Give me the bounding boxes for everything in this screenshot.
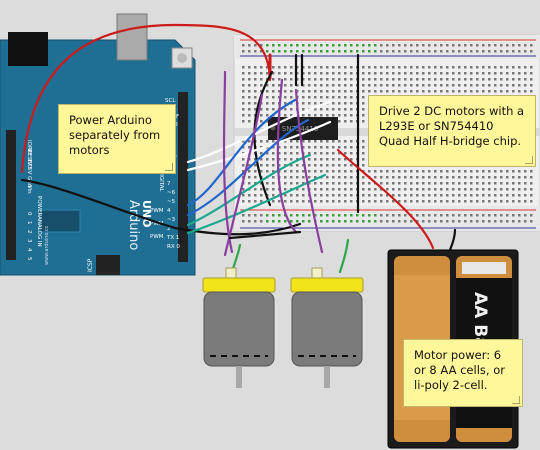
pin-label-analog: 0	[26, 212, 32, 216]
wire-purple-1	[222, 70, 234, 254]
pin-label-digital: TX 1	[166, 235, 179, 241]
wire-white-2	[186, 120, 332, 172]
wire-purple-3	[294, 88, 324, 254]
pin-label-digital: ~5	[167, 199, 176, 205]
pwm-label: PWM	[150, 234, 164, 240]
wire-black-gnd	[20, 178, 302, 236]
pin-label-analog: 2	[26, 230, 32, 234]
motor-1	[202, 267, 276, 388]
note-hbridge: Drive 2 DC motors with a L293E or SN7544…	[368, 95, 536, 167]
power-jack	[8, 32, 48, 66]
pin-label-analog: 3	[26, 239, 32, 243]
wire-black-battery	[448, 228, 457, 252]
wire-teal-1	[186, 153, 312, 227]
pin-label-analog: 4	[26, 248, 32, 252]
power-header	[6, 130, 16, 260]
wire-black-rail-2	[228, 230, 302, 240]
pin-label-digital: ~6	[167, 190, 176, 196]
pwm-label: PWM	[150, 221, 164, 227]
pin-label-power: RESET	[26, 149, 32, 167]
note-motor-power: Motor power: 6 or 8 AA cells, or li-poly…	[403, 339, 523, 407]
digital-label: DIGITAL	[158, 170, 164, 192]
pin-label-top: SCL	[165, 98, 176, 104]
note-arduino-power: Power Arduino separately from motors	[58, 104, 176, 174]
wire-blue-1	[186, 98, 297, 207]
pin-label-power: 3V3	[26, 158, 32, 169]
pwm-label: PWM	[150, 208, 164, 214]
pin-label-digital: 4	[167, 208, 171, 214]
battery-label: AA Ba	[470, 292, 490, 349]
pin-label-analog: 1	[26, 221, 32, 225]
power-label: POWER	[36, 196, 42, 217]
pin-label-power: Vin	[26, 185, 32, 194]
usb-port	[116, 13, 148, 61]
wire-red-battery	[336, 148, 435, 250]
wire-teal-2	[186, 173, 327, 235]
wire-purple-2	[276, 78, 298, 234]
pin-label-power: IOREF	[26, 140, 32, 156]
wire-purple-4	[223, 93, 264, 257]
pin-label-digital: RX 0	[167, 244, 180, 250]
motor-2	[290, 267, 364, 388]
pin-label-analog: 5	[26, 257, 32, 261]
digital-header	[178, 92, 188, 262]
pin-label-digital: 2	[167, 226, 171, 232]
pin-label-power: 5V	[26, 167, 32, 174]
wire-blue-2	[186, 118, 310, 217]
icsp-header	[96, 255, 120, 275]
pin-label-digital: ~3	[167, 217, 176, 223]
arduino-website: www.arduino.cc	[44, 225, 50, 265]
wires	[20, 23, 457, 274]
icsp-label: ICSP	[87, 258, 94, 272]
wire-white-1	[186, 100, 332, 164]
arduino-brand: Arduino	[126, 200, 141, 250]
wire-red-5v	[20, 23, 272, 174]
pin-label-digital: 7	[167, 181, 171, 187]
wire-green-m2	[338, 238, 350, 274]
analog-label: ANALOG IN	[36, 216, 42, 247]
